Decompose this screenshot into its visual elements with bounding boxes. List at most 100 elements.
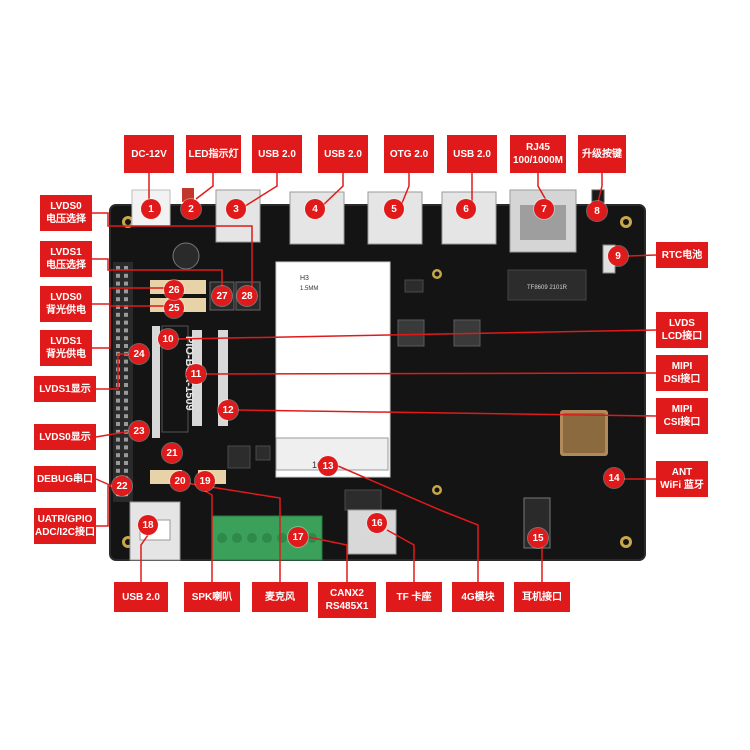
header-pin	[116, 289, 120, 294]
header-pin	[116, 305, 120, 309]
callout-line	[95, 478, 113, 487]
label-rtc-battery: RTC电池	[656, 242, 708, 268]
header-pin	[116, 398, 120, 403]
header-pin	[124, 281, 128, 286]
header-pin	[116, 266, 120, 270]
badge-25: 25	[164, 298, 184, 318]
label-spk-speaker: SPK喇叭	[184, 582, 240, 612]
badge-22: 22	[112, 476, 132, 496]
callout-line	[205, 372, 657, 375]
badge-10: 10	[158, 329, 178, 349]
badge-14: 14	[604, 468, 624, 488]
terminal-screw	[277, 533, 287, 543]
badge-3: 3	[226, 199, 246, 219]
top-connectors	[131, 188, 616, 274]
callout-line	[195, 173, 214, 200]
header-pin	[124, 336, 128, 341]
header-pin	[124, 312, 128, 317]
header-pin	[116, 328, 120, 333]
badge-21: 21	[162, 443, 182, 463]
label-earphone: 耳机接口	[514, 582, 570, 612]
label-debug-serial: DEBUG串口	[34, 466, 96, 492]
callout-line	[337, 465, 479, 582]
label-otg-2-0: OTG 2.0	[384, 135, 434, 173]
header-pin	[124, 445, 128, 450]
badge-19: 19	[195, 471, 215, 491]
header-pin	[116, 468, 120, 473]
badge-24: 24	[129, 344, 149, 364]
header-pin	[124, 359, 128, 364]
badge-26: 26	[164, 280, 184, 300]
header-pin	[116, 461, 120, 465]
header-pin	[124, 273, 128, 278]
badge-5: 5	[384, 199, 404, 219]
badge-23: 23	[129, 421, 149, 441]
header-pin	[124, 461, 128, 465]
callout-line	[399, 173, 410, 209]
badge-20: 20	[170, 471, 190, 491]
label-lvds1-display: LVDS1显示	[34, 376, 96, 402]
header-pin	[116, 390, 120, 395]
header-pin	[116, 445, 120, 450]
wifi-module-inner	[563, 413, 605, 453]
header-pin	[124, 414, 128, 419]
transformer-silk: TF8609 2101R	[527, 285, 568, 291]
callout-line	[92, 212, 253, 292]
callout-line	[597, 173, 603, 203]
header-pin	[124, 367, 128, 372]
callout-lines	[92, 173, 657, 582]
left-pin-header	[113, 262, 133, 502]
callout-line	[319, 173, 344, 209]
label-tf-card: TF 卡座	[386, 582, 442, 612]
header-pin	[124, 398, 128, 403]
badge-1: 1	[141, 199, 161, 219]
header-pin	[124, 320, 128, 325]
callout-line	[92, 305, 166, 349]
header-pin	[124, 383, 128, 387]
callout-line	[96, 485, 114, 527]
header-pin	[116, 281, 120, 286]
badge-18: 18	[138, 515, 158, 535]
label-upgrade-key: 升级按键	[578, 135, 626, 173]
badge-13: 13	[318, 456, 338, 476]
callout-line	[537, 173, 547, 201]
header-pin	[124, 437, 128, 442]
header-pin	[116, 414, 120, 419]
header-pin	[116, 312, 120, 317]
module-silk-size: 1.5MM	[300, 286, 318, 292]
callout-line	[241, 173, 278, 209]
header-pin	[124, 468, 128, 473]
callout-line	[140, 534, 149, 582]
badge-17: 17	[288, 527, 308, 547]
ethernet-transformer	[507, 269, 587, 301]
label-4g-module: 4G模块	[452, 582, 504, 612]
callout-line	[92, 258, 223, 292]
badge-4: 4	[305, 199, 325, 219]
label-usb-2-0-b: USB 2.0	[318, 135, 368, 173]
terminal-screw	[247, 533, 257, 543]
callout-line	[204, 490, 213, 582]
badge-16: 16	[367, 513, 387, 533]
header-pin	[116, 273, 120, 278]
callout-line	[95, 430, 132, 438]
label-dc-12v: DC-12V	[124, 135, 174, 173]
header-pin	[124, 344, 128, 348]
terminal-screw	[232, 533, 242, 543]
badge-28: 28	[237, 286, 257, 306]
badge-6: 6	[456, 199, 476, 219]
badge-11: 11	[186, 364, 206, 384]
label-led-indicator: LED指示灯	[186, 135, 241, 173]
module-silk-h3: H3	[300, 275, 309, 282]
callout-line	[177, 329, 657, 340]
header-pin	[124, 289, 128, 294]
header-pin	[116, 406, 120, 411]
capacitor	[172, 242, 200, 270]
